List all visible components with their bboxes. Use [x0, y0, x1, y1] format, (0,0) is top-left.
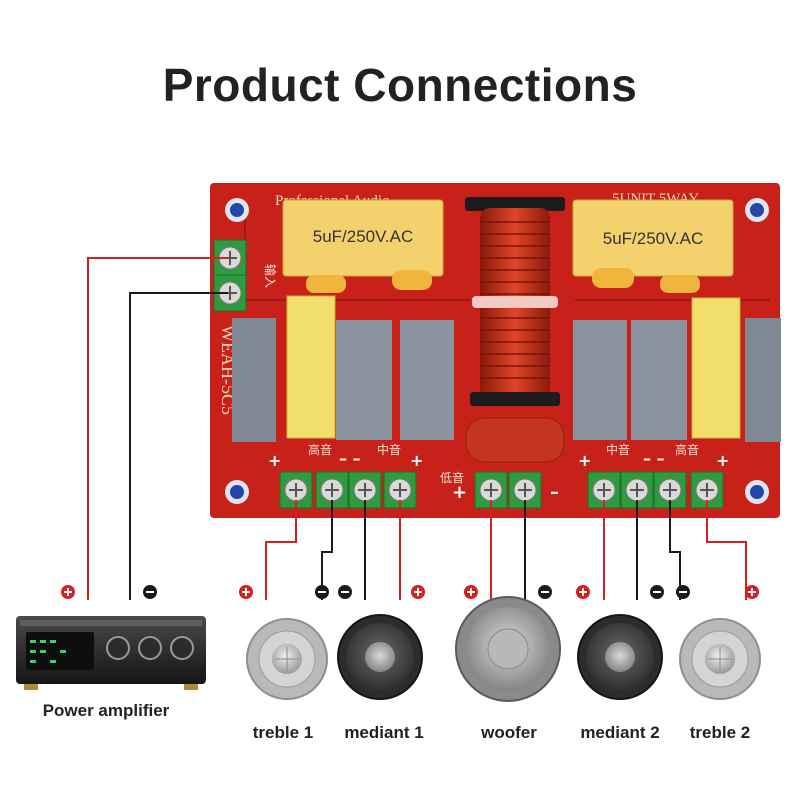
speaker-label: woofer: [480, 723, 537, 742]
plus-sign: +: [268, 451, 281, 470]
wire-treble2-positive: [706, 500, 747, 600]
wire-treble1-positive: [265, 500, 297, 600]
small-capacitor: [660, 275, 700, 293]
power-amplifier: [16, 616, 206, 690]
mounting-screw: [745, 198, 769, 222]
capacitor-left-label: 5uF/250V.AC: [313, 227, 414, 246]
small-capacitor: [392, 270, 432, 290]
speaker-label: treble 2: [690, 723, 750, 742]
wires: [87, 257, 747, 600]
label-right-high: 高音: [675, 442, 699, 457]
minus-sign: – –: [339, 449, 361, 468]
board-input-label: 输入: [263, 264, 278, 288]
speaker-treble-2: [679, 618, 761, 700]
speaker-treble-1: [246, 618, 328, 700]
positive-marker-icon: [411, 585, 425, 599]
minus-sign: – –: [643, 449, 665, 468]
mounting-screw: [225, 198, 249, 222]
wire-treble1-negative: [321, 500, 333, 600]
positive-marker-icon: [576, 585, 590, 599]
minus-sign: –: [550, 482, 559, 503]
capacitor-right: 5uF/250V.AC: [572, 199, 734, 277]
output-terminal: [348, 471, 382, 509]
small-capacitor: [306, 275, 346, 293]
plus-sign: +: [578, 451, 591, 470]
label-right-mid: 中音: [606, 442, 630, 457]
positive-marker-icon: [745, 585, 759, 599]
mounting-screw: [745, 480, 769, 504]
negative-marker-icon: [338, 585, 352, 599]
amp-level-meter: [30, 640, 66, 663]
polarity-markers: [61, 585, 759, 599]
small-capacitor: [592, 268, 634, 288]
speaker-label: mediant 1: [344, 723, 423, 742]
capacitor-right-label: 5uF/250V.AC: [603, 229, 704, 248]
terminal-blocks: [213, 239, 724, 509]
speaker-woofer: [455, 596, 561, 702]
speaker-label: mediant 2: [580, 723, 659, 742]
amp-knob: [138, 636, 162, 660]
resistor-block: [400, 320, 454, 440]
positive-marker-icon: [239, 585, 253, 599]
wire-treble2-negative: [669, 500, 681, 600]
resistor-block: [573, 320, 627, 440]
resistor-block: [232, 318, 276, 442]
amp-knob: [106, 636, 130, 660]
mounting-screw: [225, 480, 249, 504]
wire-amp-positive: [87, 257, 228, 600]
positive-marker-icon: [464, 585, 478, 599]
speaker-mediant-2: [577, 614, 663, 700]
resistor-block: [336, 320, 392, 440]
speaker-label: treble 1: [253, 723, 313, 742]
resistor-block: [745, 318, 781, 442]
negative-marker-icon: [650, 585, 664, 599]
positive-marker-icon: [61, 585, 75, 599]
resistor-block: [631, 320, 687, 440]
pcb-board: Professional Audio 5UNIT 5WAY WEAH-5C5 输…: [210, 183, 781, 518]
negative-marker-icon: [143, 585, 157, 599]
negative-marker-icon: [538, 585, 552, 599]
capacitor-left: 5uF/250V.AC: [282, 199, 444, 277]
negative-marker-icon: [676, 585, 690, 599]
page-title: Product Connections: [162, 59, 638, 111]
negative-marker-icon: [315, 585, 329, 599]
speaker-mediant-1: [337, 614, 423, 700]
output-terminal: [315, 471, 349, 509]
plus-sign: +: [452, 482, 467, 503]
plus-sign: +: [716, 451, 729, 470]
film-capacitor: [691, 297, 741, 439]
amplifier-label: Power amplifier: [43, 701, 170, 720]
label-bass: 低音: [440, 470, 464, 485]
label-left-high: 高音: [308, 442, 332, 457]
wire-amp-negative: [129, 292, 228, 600]
film-capacitor: [286, 295, 336, 439]
amp-knob: [170, 636, 194, 660]
output-terminal: [383, 471, 417, 509]
inductor-coil: [465, 197, 565, 406]
bass-capacitor: [465, 417, 565, 463]
output-terminal: [620, 471, 654, 509]
plus-sign: +: [410, 451, 423, 470]
label-left-mid: 中音: [377, 442, 401, 457]
